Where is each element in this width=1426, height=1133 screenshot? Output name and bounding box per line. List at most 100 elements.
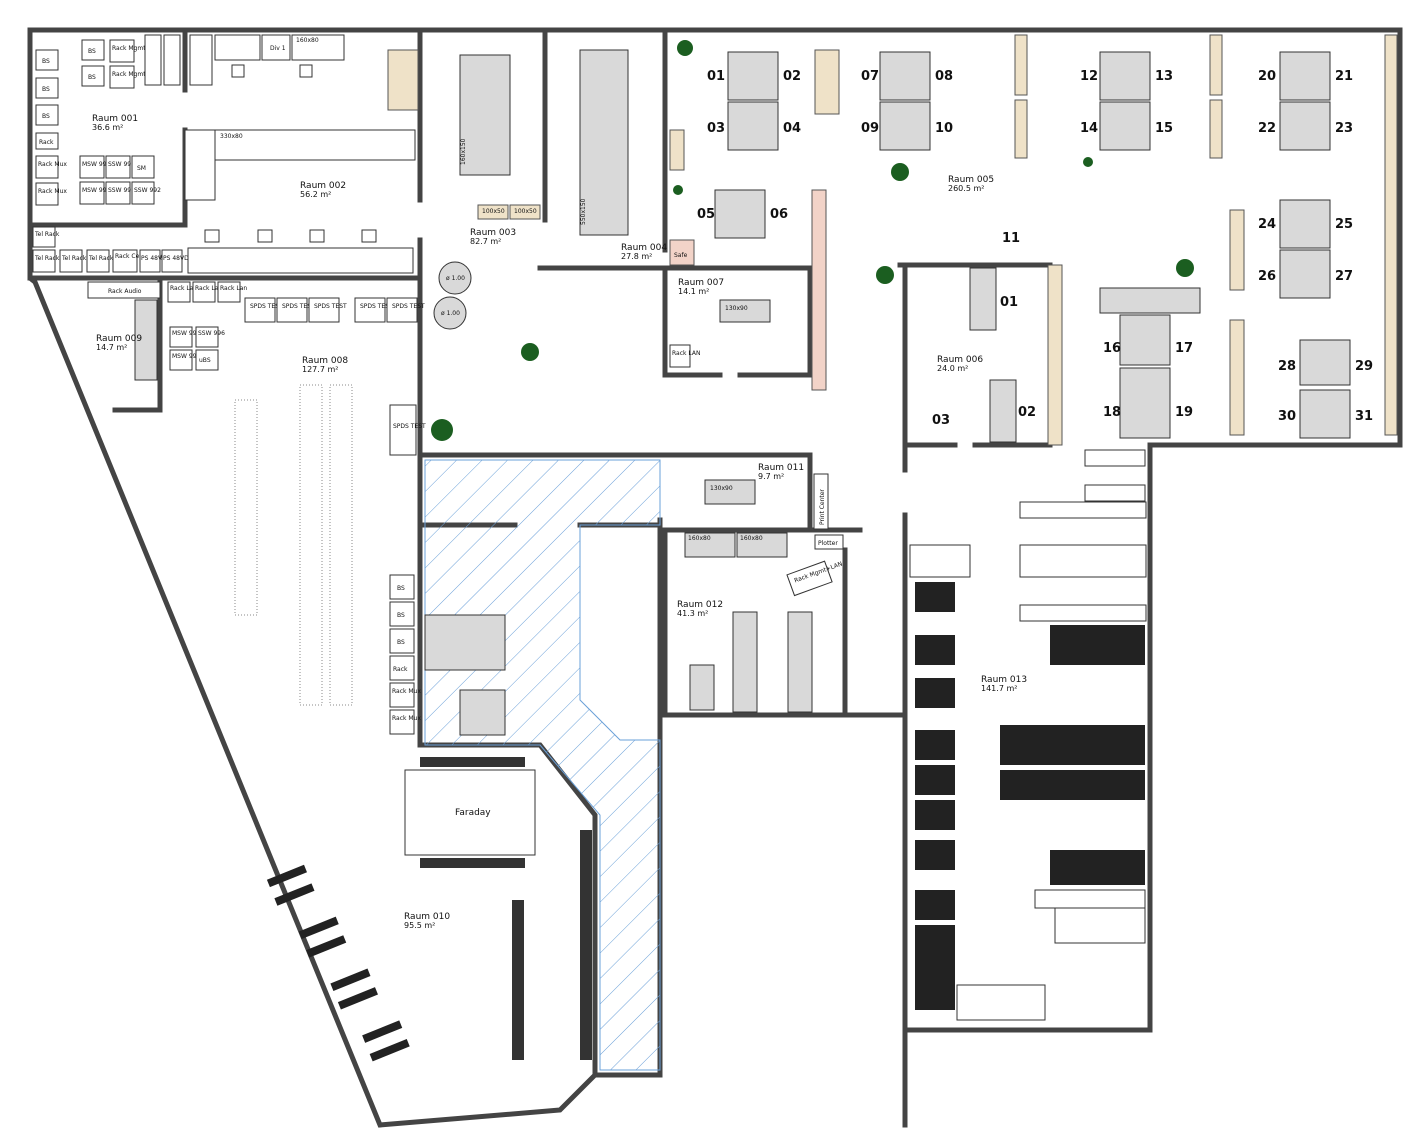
room-area: 127.7 m² [302,365,338,374]
room-name: Raum 007 [678,278,724,288]
plant-icon [1176,259,1194,277]
svg-text:15: 15 [1155,121,1173,136]
svg-text:MSW 992: MSW 992 [82,187,110,194]
svg-text:20: 20 [1258,69,1276,84]
plant-icon [673,185,683,195]
room-area: 260.5 m² [948,184,984,193]
svg-text:100x50: 100x50 [482,208,505,215]
svg-text:26: 26 [1258,269,1276,284]
svg-text:SPDS TEST: SPDS TEST [282,303,315,310]
plant-icon [891,163,909,181]
svg-text:MSW 991: MSW 991 [82,161,110,168]
svg-text:ø 1.00: ø 1.00 [441,310,460,317]
svg-text:BS: BS [42,113,50,120]
svg-text:Rack Mgmt: Rack Mgmt [112,71,146,78]
svg-text:06: 06 [770,207,788,222]
svg-text:Rack Mux: Rack Mux [38,188,67,195]
svg-text:01: 01 [707,69,725,84]
svg-text:Tel Rack: Tel Rack [34,255,60,262]
svg-text:24: 24 [1258,217,1276,232]
room-area: 141.7 m² [981,684,1017,693]
svg-text:27: 27 [1335,269,1353,284]
svg-text:PS 48VDC: PS 48VDC [163,255,193,262]
svg-text:MSW 994: MSW 994 [172,353,200,360]
svg-text:Plotter: Plotter [818,540,838,547]
raum-013-furniture [909,449,1147,1021]
room-name: Raum 011 [758,463,804,473]
raum-005-desks: 01 02 03 04 05 06 07 08 09 10 11 12 13 1… [697,34,1398,446]
svg-text:SSW 991: SSW 991 [108,161,135,168]
internal-walls [27,27,1053,1033]
svg-text:Rack: Rack [39,139,54,146]
svg-text:10: 10 [935,121,953,136]
room-area: 24.0 m² [937,364,968,373]
svg-text:18: 18 [1103,405,1121,420]
svg-text:03: 03 [707,121,725,136]
svg-text:160x80: 160x80 [296,37,319,44]
svg-text:Rack Mux: Rack Mux [392,715,421,722]
plant-icon [431,419,453,441]
svg-text:SPDS TEST: SPDS TEST [360,303,393,310]
svg-text:16: 16 [1103,341,1121,356]
svg-text:SPDS TEST: SPDS TEST [250,303,283,310]
svg-text:Rack Audio: Rack Audio [108,288,142,295]
room-area: 9.7 m² [758,472,784,481]
plants [431,40,1194,441]
svg-text:Div 1: Div 1 [270,45,286,52]
room-name: Raum 001 [92,114,138,124]
svg-text:Rack Mux: Rack Mux [38,161,67,168]
room-name: Raum 004 [621,243,667,253]
raum-011-012-furniture: 130x90 Print Center Plotter 160x80 160x8… [684,473,844,713]
svg-text:07: 07 [861,69,879,84]
svg-text:Rack Mgmt: Rack Mgmt [112,45,146,52]
svg-text:BS: BS [42,58,50,65]
room-area: 41.3 m² [677,609,708,618]
room-area: 56.2 m² [300,190,331,199]
svg-text:BS: BS [397,612,405,619]
svg-text:Tel Rack: Tel Rack [88,255,114,262]
svg-text:330x80: 330x80 [220,133,243,140]
svg-text:Print Center: Print Center [819,489,826,525]
svg-text:Rack Lan: Rack Lan [170,285,197,292]
svg-text:uBS: uBS [199,357,211,364]
room-name: Raum 003 [470,228,516,238]
room-name: Raum 012 [677,600,723,610]
svg-text:100x50: 100x50 [514,208,537,215]
svg-text:SSW 996: SSW 996 [198,330,225,337]
svg-text:Faraday: Faraday [455,808,491,818]
svg-text:14: 14 [1080,121,1098,136]
room-area: 14.7 m² [96,343,127,352]
svg-text:12: 12 [1080,69,1098,84]
tel-racks: Tel Rack Tel Rack Tel Rack Tel Rack Rack… [32,226,193,273]
svg-text:130x90: 130x90 [725,305,748,312]
raum-007-furniture: 130x90 Rack LAN [669,299,771,368]
svg-text:09: 09 [861,121,879,136]
svg-text:BS: BS [88,48,96,55]
svg-text:SPDS TEST: SPDS TEST [392,303,425,310]
svg-text:Tel Rack: Tel Rack [34,231,60,238]
svg-text:Rack Lan: Rack Lan [220,285,247,292]
plant-icon [876,266,894,284]
svg-text:04: 04 [783,121,801,136]
svg-text:BS: BS [88,74,96,81]
svg-text:SPDS TEST: SPDS TEST [393,423,426,430]
svg-text:31: 31 [1355,409,1373,424]
svg-text:ø 1.00: ø 1.00 [446,275,465,282]
svg-text:08: 08 [935,69,953,84]
svg-text:17: 17 [1175,341,1193,356]
room-labels: Raum 001 36.6 m² Raum 002 56.2 m² Raum 0… [92,114,1027,930]
svg-text:03: 03 [932,413,950,428]
svg-text:BS: BS [397,639,405,646]
svg-text:Rack: Rack [393,666,408,673]
raum-008-009-furniture: Rack Audio Rack Lan Rack Lan Rack Lan SP… [87,261,472,735]
svg-text:Rack Lan: Rack Lan [195,285,222,292]
room-name: Raum 005 [948,175,994,185]
svg-text:550x150: 550x150 [580,198,587,225]
room-area: 82.7 m² [470,237,501,246]
svg-text:160x150: 160x150 [460,138,467,165]
svg-text:25: 25 [1335,217,1353,232]
room-area: 14.1 m² [678,287,709,296]
svg-text:Safe: Safe [674,252,688,259]
svg-text:SM: SM [137,165,146,172]
